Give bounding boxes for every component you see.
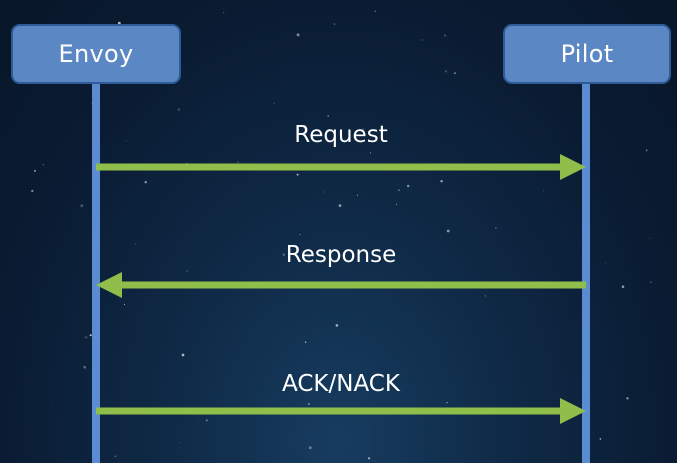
star-dot — [83, 365, 87, 369]
star-dot — [273, 102, 275, 105]
star-dot — [440, 179, 443, 183]
star-dot — [205, 419, 208, 422]
star-dot — [296, 33, 300, 37]
star-dot — [299, 234, 301, 235]
star-dot — [80, 204, 84, 208]
star-dot — [398, 189, 400, 191]
star-dot — [181, 353, 185, 357]
star-dot — [374, 10, 377, 12]
star-dot — [177, 108, 181, 111]
star-dot — [453, 72, 456, 75]
ack-nack-label: ACK/NACK — [282, 371, 400, 397]
response-label: Response — [285, 242, 397, 268]
star-dot — [396, 203, 398, 205]
star-dot — [186, 270, 188, 272]
star-dot — [296, 173, 299, 176]
request-arrow — [96, 154, 586, 180]
star-dot — [604, 262, 606, 264]
star-dot — [123, 303, 126, 306]
star-dot — [446, 229, 450, 233]
star-dot — [84, 335, 88, 339]
request-label: Request — [294, 122, 388, 148]
star-dot — [356, 194, 359, 196]
ack-nack-arrow — [96, 398, 586, 424]
star-dot — [125, 140, 127, 142]
star-dot — [117, 21, 121, 25]
star-dot — [484, 295, 487, 297]
star-dot — [237, 161, 239, 163]
star-dot — [327, 115, 330, 117]
star-dot — [42, 164, 45, 166]
star-dot — [444, 34, 447, 37]
star-dot — [362, 128, 365, 130]
star-dot — [51, 407, 53, 409]
star-dot — [421, 39, 424, 41]
star-dot — [645, 149, 648, 152]
star-dot — [444, 70, 448, 73]
star-dot — [304, 341, 307, 343]
star-dot — [114, 455, 117, 458]
star-dot — [34, 169, 36, 172]
star-dot — [649, 237, 651, 239]
envoy-actor-label: Envoy — [58, 40, 134, 68]
star-dot — [296, 387, 298, 390]
star-dot — [335, 324, 339, 327]
star-dot — [134, 243, 137, 246]
star-dot — [446, 401, 448, 404]
envoy-lifeline — [92, 84, 100, 463]
star-dot — [144, 181, 147, 184]
star-dot — [338, 204, 342, 207]
envoy-actor-box: Envoy — [11, 24, 181, 84]
star-dot — [626, 397, 629, 400]
star-dot — [599, 438, 602, 440]
star-dot — [323, 191, 325, 193]
star-dot — [308, 446, 312, 450]
star-dot — [113, 16, 115, 18]
star-dot — [180, 442, 182, 444]
star-dot — [331, 259, 333, 261]
star-dot — [406, 184, 410, 188]
star-dot — [307, 254, 311, 258]
star-dot — [31, 189, 34, 193]
star-dot — [333, 23, 336, 25]
star-dot — [223, 12, 225, 14]
star-dot — [369, 152, 371, 154]
star-dot — [495, 227, 497, 229]
star-dot — [362, 383, 365, 386]
pilot-actor-box: Pilot — [503, 24, 671, 84]
star-dot — [89, 334, 92, 337]
star-dot — [282, 253, 285, 256]
star-dot — [650, 281, 652, 283]
star-dot — [621, 285, 625, 288]
star-dot — [367, 457, 371, 460]
pilot-lifeline — [582, 84, 590, 463]
star-dot — [307, 402, 310, 405]
pilot-actor-label: Pilot — [560, 40, 614, 68]
response-arrow — [96, 272, 586, 298]
star-dot — [542, 190, 544, 192]
